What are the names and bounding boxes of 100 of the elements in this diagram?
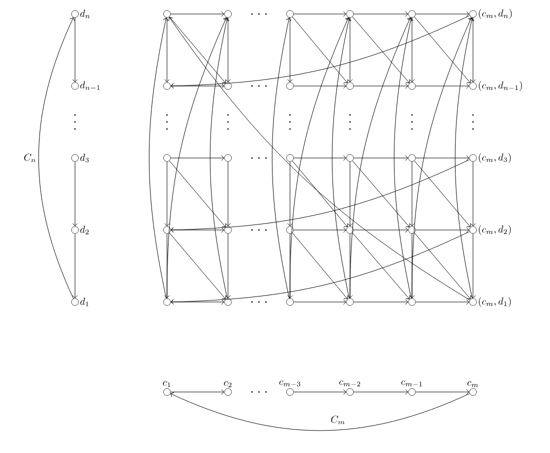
vertex-label: $(c_m, d_1)$ — [478, 296, 511, 307]
arrow — [225, 233, 231, 298]
arrow — [169, 160, 226, 228]
arrow — [168, 17, 470, 300]
vertex-circle — [224, 82, 232, 90]
arrow — [353, 83, 408, 89]
vertex-label: $c_m$ — [467, 381, 478, 388]
arrow — [293, 389, 346, 395]
arrow — [292, 16, 348, 84]
arrow — [353, 299, 408, 305]
arrow — [72, 233, 78, 298]
arrow — [293, 155, 346, 161]
arrow — [347, 233, 353, 298]
vertex-circle — [286, 226, 294, 234]
vertex-circle — [286, 10, 294, 18]
vertex-label: $(c_m, d_{n-1})$ — [478, 81, 522, 91]
vertex-circle — [346, 298, 354, 306]
arrow — [72, 17, 78, 82]
vertex-circle — [286, 154, 294, 162]
arrow — [414, 160, 471, 228]
arrow — [170, 389, 224, 395]
vertex-circle — [408, 298, 416, 306]
arrow — [470, 233, 476, 298]
vertex-circle — [346, 226, 354, 234]
arrow — [353, 389, 408, 395]
arrow — [414, 232, 471, 300]
arrow — [409, 233, 415, 298]
arrow — [394, 18, 414, 299]
arrow — [170, 299, 224, 305]
vertex-circle — [469, 10, 477, 18]
arrow — [287, 233, 293, 298]
arrow — [164, 17, 170, 82]
arrow — [169, 16, 226, 84]
arrow — [170, 15, 470, 89]
arrow — [415, 83, 470, 89]
arrow — [72, 161, 78, 226]
arrow — [415, 155, 470, 161]
vertex-circle — [224, 226, 232, 234]
vertex-label: $c_{m-3}$ — [279, 380, 300, 386]
graph-name: $C_n$ — [24, 154, 36, 162]
arrow — [293, 299, 346, 305]
vertex-label: $(c_m, d_3)$ — [478, 152, 511, 163]
vertex-circle — [224, 154, 232, 162]
arrow — [415, 227, 470, 233]
vertex-circle — [408, 82, 416, 90]
arrow — [225, 17, 231, 82]
vertex-circle — [346, 82, 354, 90]
vertex-circle — [163, 298, 171, 306]
arrow — [353, 155, 408, 161]
arrow — [415, 299, 470, 305]
vertex-label: $d_3$ — [80, 154, 89, 162]
graph-name: $C_m$ — [331, 416, 345, 424]
arrow — [170, 11, 224, 17]
vertex-circle — [163, 226, 171, 234]
arrow — [352, 16, 410, 84]
arrow — [470, 17, 476, 82]
vertex-label: $c_{m-1}$ — [401, 380, 422, 386]
arrow — [415, 389, 470, 395]
arrow — [414, 16, 471, 84]
arrow — [164, 161, 170, 226]
arrow — [353, 227, 408, 233]
vertex-circle — [469, 82, 477, 90]
vertex-label: $d_2$ — [80, 226, 89, 234]
arrow — [38, 17, 75, 299]
arrow — [170, 231, 470, 305]
vertex-circle — [163, 154, 171, 162]
arrow — [347, 17, 353, 82]
vertex-circle — [469, 298, 477, 306]
arrow — [170, 227, 224, 233]
arrow — [210, 18, 230, 299]
vertex-circle — [224, 10, 232, 18]
arrow — [332, 18, 352, 299]
arrow — [148, 18, 168, 299]
arrow — [170, 159, 470, 233]
arrow — [170, 83, 224, 89]
vertex-circle — [469, 226, 477, 234]
vertex-label: $d_{n-1}$ — [80, 81, 100, 90]
vertex-label: $(c_m, d_n)$ — [478, 9, 512, 19]
arrow — [225, 161, 231, 226]
vertex-label: $(c_m, d_2)$ — [478, 224, 511, 235]
arrow — [290, 17, 350, 299]
arrow — [287, 17, 293, 82]
vertex-circle — [286, 298, 294, 306]
vertex-label: $d_1$ — [80, 298, 88, 306]
vertex-label: $c_{m-2}$ — [339, 380, 360, 386]
arrow — [293, 11, 346, 17]
arrow — [292, 232, 348, 300]
arrow — [412, 17, 473, 299]
arrow — [169, 232, 226, 300]
arrow — [454, 18, 474, 299]
arrow — [352, 232, 410, 300]
vertex-circle — [346, 154, 354, 162]
arrow — [272, 18, 292, 299]
arrow — [164, 233, 170, 298]
arrow — [292, 160, 348, 228]
arrow — [350, 17, 412, 299]
arrow — [347, 161, 353, 226]
arrow — [293, 227, 346, 233]
arrow — [170, 155, 224, 161]
vertex-circle — [163, 10, 171, 18]
